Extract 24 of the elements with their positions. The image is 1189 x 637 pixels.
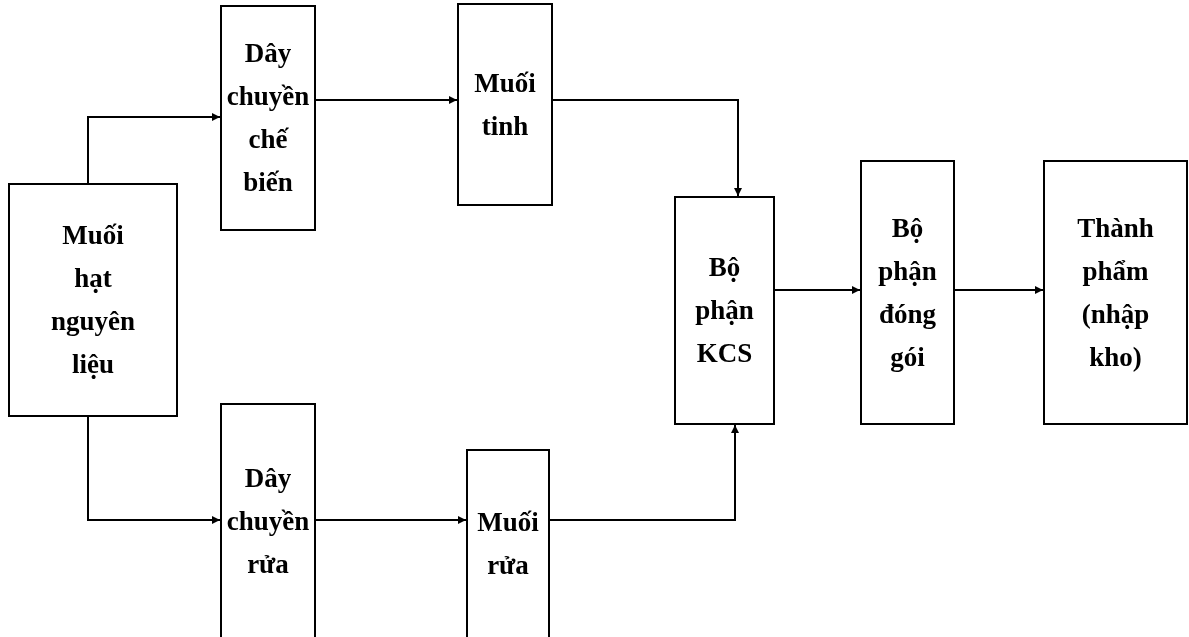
arrow [87, 113, 221, 184]
arrow [552, 99, 742, 197]
arrow [87, 416, 221, 524]
box-label: Dây chuyền chế biến [226, 37, 310, 199]
box-label: Bộ phận KCS [695, 251, 754, 370]
process-box [8, 183, 178, 417]
process-box [860, 160, 955, 425]
arrow [315, 96, 458, 104]
process-box [1043, 160, 1188, 425]
process-box [466, 449, 550, 637]
box-label: Muối tinh [474, 66, 536, 143]
process-box [220, 5, 316, 231]
arrow [954, 286, 1044, 294]
box-label: Dây chuyền rửa [226, 461, 310, 581]
process-box [674, 196, 775, 425]
arrow [315, 516, 467, 524]
arrow [549, 424, 739, 521]
box-label: Thành phẩm (nhập kho) [1077, 211, 1154, 374]
box-label: Bộ phận đóng gói [878, 211, 937, 374]
process-box [457, 3, 553, 206]
arrow [774, 286, 861, 294]
box-label: Muối rửa [477, 506, 539, 582]
process-box [220, 403, 316, 637]
box-label: Muối hạt nguyên liệu [51, 219, 135, 381]
